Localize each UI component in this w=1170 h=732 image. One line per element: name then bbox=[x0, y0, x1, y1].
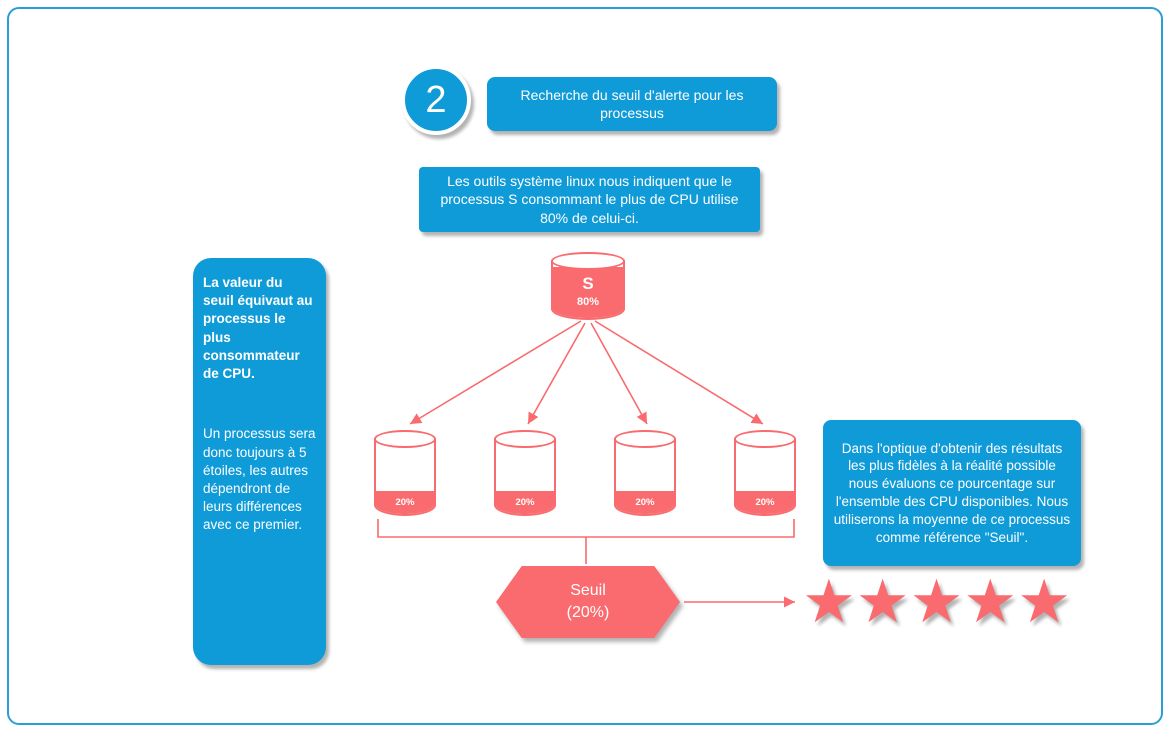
main-process-cylinder: S 80% bbox=[551, 252, 625, 320]
star-icon: ★ bbox=[802, 568, 856, 635]
cpu-cylinder-percent: 20% bbox=[635, 497, 655, 508]
cylinder-fill-20 bbox=[736, 491, 794, 514]
cpu-cylinder-3: 20% bbox=[614, 430, 676, 516]
seuil-label: Seuil bbox=[570, 582, 606, 600]
cylinder-body bbox=[374, 439, 436, 516]
seuil-hexagon: Seuil (20%) bbox=[496, 566, 680, 638]
star-icon: ★ bbox=[1017, 568, 1071, 635]
cylinder-body bbox=[614, 439, 676, 516]
cpu-cylinder-1: 20% bbox=[374, 430, 436, 516]
intro-box: Les outils système linux nous indiquent … bbox=[419, 167, 760, 232]
cpu-cylinder-percent: 20% bbox=[395, 497, 415, 508]
cpu-cylinder-2: 20% bbox=[494, 430, 556, 516]
cylinder-top bbox=[494, 430, 556, 448]
cylinder-top bbox=[734, 430, 796, 448]
right-note-box: Dans l'optique d'obtenir des résultats l… bbox=[823, 420, 1081, 566]
cylinder-body bbox=[734, 439, 796, 516]
cylinder-fill-80 bbox=[553, 267, 623, 318]
cylinder-top bbox=[374, 430, 436, 448]
left-note-body: Un processus sera donc toujours à 5 étoi… bbox=[203, 426, 316, 533]
star-icon: ★ bbox=[963, 568, 1018, 635]
cylinder-top bbox=[551, 252, 625, 270]
title-text: Recherche du seuil d'alerte pour les pro… bbox=[520, 86, 744, 121]
star-icon: ★ bbox=[855, 568, 910, 635]
title-box: Recherche du seuil d'alerte pour les pro… bbox=[487, 77, 777, 131]
cylinder-body bbox=[551, 261, 625, 320]
left-note-heading: La valeur du seuil équivaut au processus… bbox=[203, 275, 313, 382]
cylinder-fill-20 bbox=[496, 491, 554, 514]
cylinder-fill-20 bbox=[616, 491, 674, 514]
cpu-cylinder-4: 20% bbox=[734, 430, 796, 516]
left-note-box: La valeur du seuil équivaut au processus… bbox=[193, 258, 326, 665]
step-number-badge: 2 bbox=[401, 65, 471, 135]
seuil-hexagon-wrap: Seuil (20%) bbox=[496, 566, 680, 638]
cylinder-top bbox=[614, 430, 676, 448]
star-rating: ★ ★ ★ ★ ★ bbox=[802, 564, 1071, 640]
cylinder-body bbox=[494, 439, 556, 516]
main-cylinder-label: S bbox=[582, 274, 594, 293]
seuil-value: (20%) bbox=[566, 604, 610, 621]
intro-text: Les outils système linux nous indiquent … bbox=[440, 173, 739, 226]
step-number: 2 bbox=[425, 78, 447, 121]
cpu-cylinder-percent: 20% bbox=[755, 497, 775, 508]
cylinder-fill-20 bbox=[376, 491, 434, 514]
star-icon: ★ bbox=[909, 568, 964, 635]
cpu-cylinder-percent: 20% bbox=[515, 497, 535, 508]
right-note-text: Dans l'optique d'obtenir des résultats l… bbox=[833, 440, 1071, 545]
main-cylinder-percent: 80% bbox=[576, 296, 600, 308]
